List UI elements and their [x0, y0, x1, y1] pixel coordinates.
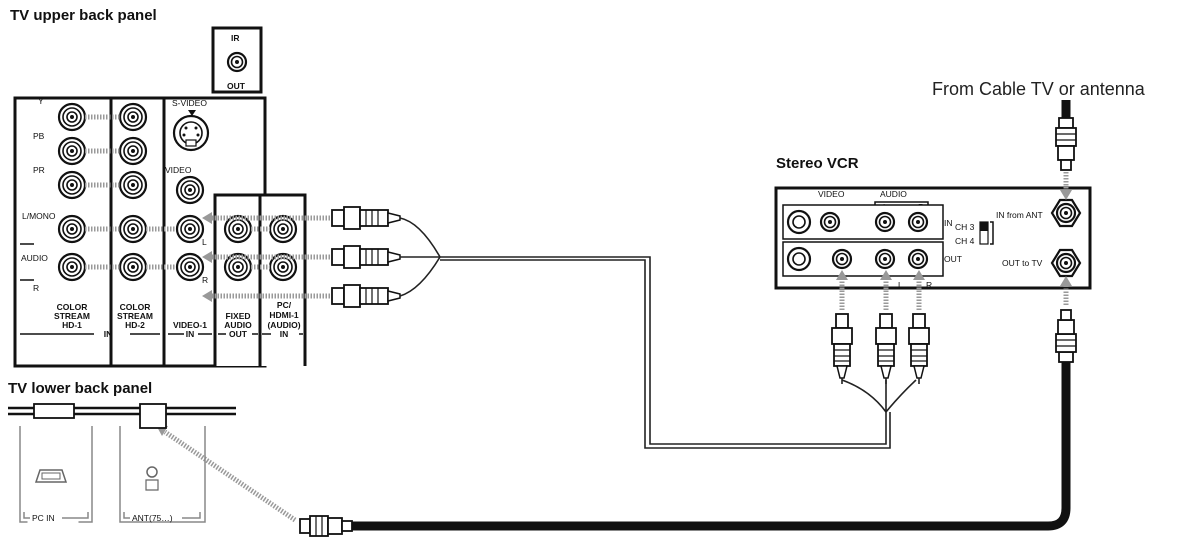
- jack-fixed-audio-r: [223, 252, 253, 282]
- svg-text:FIXED: FIXED: [225, 311, 250, 321]
- stereo-vcr: VIDEO AUDIO L R IN OUT L R CH 3 CH 4 IN …: [774, 186, 1092, 290]
- rca-plug-audio-r: [331, 284, 401, 308]
- jack-hd2-pb: [118, 136, 148, 166]
- svg-text:PC/: PC/: [277, 300, 292, 310]
- from-cable-caption: From Cable TV or antenna: [932, 79, 1146, 99]
- svg-text:(AUDIO): (AUDIO): [267, 320, 300, 330]
- svg-text:S-VIDEO: S-VIDEO: [172, 98, 207, 108]
- jack-hd1-y: [57, 102, 87, 132]
- svg-text:L: L: [202, 237, 207, 247]
- jack-video1-audio-l: [175, 214, 205, 244]
- vcr-rca-plug-audio-r: [908, 313, 930, 379]
- component-jacks: [57, 102, 177, 282]
- jack-hd1-pr: [57, 170, 87, 200]
- svg-text:COLOR: COLOR: [57, 302, 88, 312]
- svg-text:VIDEO: VIDEO: [818, 189, 845, 199]
- jack-video1-audio-r: [175, 252, 205, 282]
- rca-plug-video: [331, 206, 401, 230]
- signal-arrows-to-vcr: [836, 270, 925, 310]
- svg-text:CH 3: CH 3: [955, 222, 975, 232]
- svg-text:OUT to TV: OUT to TV: [1002, 258, 1043, 268]
- jack-fixed-audio-l: [223, 214, 253, 244]
- jack-video1-video: [175, 175, 205, 205]
- svg-text:R: R: [202, 275, 208, 285]
- svg-text:R: R: [33, 283, 39, 293]
- svg-text:HDMI-1: HDMI-1: [269, 310, 299, 320]
- svg-text:COLOR: COLOR: [120, 302, 151, 312]
- s-video-jack: S-VIDEO: [172, 98, 210, 152]
- svg-text:IR: IR: [231, 33, 240, 43]
- lower-panel-title: TV lower back panel: [8, 380, 152, 397]
- jack-pc-hdmi-audio-l: [268, 214, 298, 244]
- svg-text:L/MONO: L/MONO: [22, 211, 56, 221]
- svg-text:AUDIO: AUDIO: [224, 320, 252, 330]
- vcr-audio-out-l-jack: [874, 248, 896, 270]
- svg-text:STREAM: STREAM: [54, 311, 90, 321]
- svg-text:IN: IN: [280, 329, 289, 339]
- svg-text:IN: IN: [104, 329, 113, 339]
- vcr-ant-out-jack: [1055, 252, 1077, 274]
- svg-text:PR: PR: [33, 165, 45, 175]
- signal-arrows-to-tv: [202, 212, 330, 302]
- svg-text:VIDEO-1: VIDEO-1: [173, 320, 207, 330]
- svg-text:AUDIO: AUDIO: [21, 253, 48, 263]
- svg-text:VIDEO: VIDEO: [165, 165, 192, 175]
- svg-text:R: R: [926, 280, 932, 290]
- svg-text:IN: IN: [186, 329, 195, 339]
- vcr-audio-out-r-jack: [907, 248, 929, 270]
- jack-hd1-pb: [57, 136, 87, 166]
- tv-lower-back-panel: PC IN ANT(75…): [8, 403, 236, 529]
- jack-hd2-pr: [118, 170, 148, 200]
- svg-text:CH 4: CH 4: [955, 236, 975, 246]
- jack-hd2-y: [118, 102, 148, 132]
- svg-text:AUDIO: AUDIO: [880, 189, 907, 199]
- svg-text:IN: IN: [944, 218, 953, 228]
- svg-text:Y: Y: [38, 96, 44, 106]
- vcr-ant-in-jack: [1055, 202, 1077, 224]
- svg-text:STREAM: STREAM: [117, 311, 153, 321]
- upper-panel-title: TV upper back panel: [10, 7, 157, 24]
- svg-text:OUT: OUT: [944, 254, 962, 264]
- av-cable: [399, 217, 917, 449]
- svg-text:ANT(75…): ANT(75…): [132, 513, 173, 523]
- svg-text:HD-2: HD-2: [125, 320, 145, 330]
- svg-text:OUT: OUT: [229, 329, 248, 339]
- svg-text:PB: PB: [33, 131, 45, 141]
- rca-plug-audio-l: [331, 245, 401, 269]
- jack-hd2-audio-l: [118, 214, 148, 244]
- vcr-rca-plug-video: [831, 313, 853, 379]
- vcr-video-out-jack: [831, 248, 853, 270]
- pc-in-port: PC IN: [23, 512, 89, 523]
- tv-upper-back-panel: Y PB PR L/MONO AUDIO R S-VIDEO VIDEO L R: [13, 96, 307, 368]
- svg-text:L: L: [898, 280, 903, 290]
- svg-text:HD-1: HD-1: [62, 320, 82, 330]
- ant-75-port: ANT(75…): [123, 466, 201, 523]
- jack-pc-hdmi-audio-r: [268, 252, 298, 282]
- ir-out-port: IR OUT: [211, 26, 263, 94]
- svg-text:OUT: OUT: [227, 81, 246, 91]
- antenna-input-cable: [1055, 100, 1077, 200]
- jack-hd2-audio-r: [118, 252, 148, 282]
- jack-hd1-audio-l: [57, 214, 87, 244]
- svg-text:PC IN: PC IN: [32, 513, 55, 523]
- svg-text:IN from ANT: IN from ANT: [996, 210, 1043, 220]
- stereo-vcr-title: Stereo VCR: [776, 155, 859, 172]
- jack-hd1-audio-r: [57, 252, 87, 282]
- vcr-rca-plug-audio-l: [875, 313, 897, 379]
